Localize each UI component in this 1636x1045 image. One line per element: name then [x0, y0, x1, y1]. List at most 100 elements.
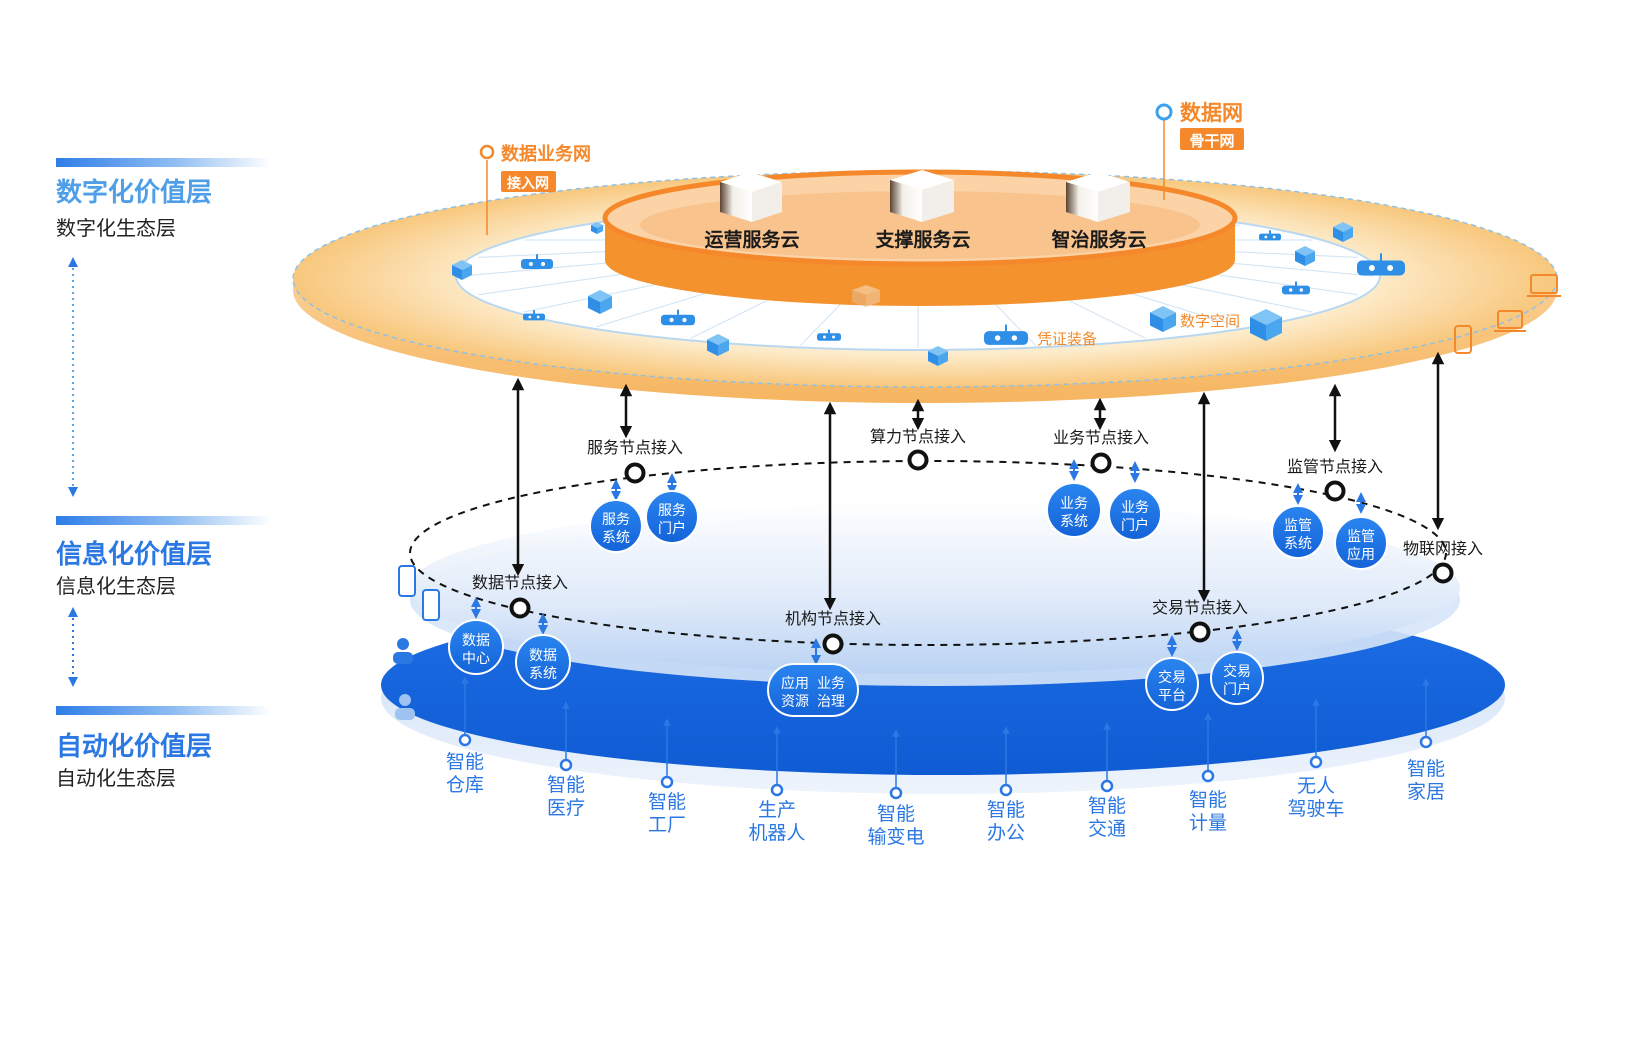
ring-spoke: [995, 304, 1037, 346]
ring-spoke: [478, 250, 629, 258]
access-node-marker: [624, 462, 646, 484]
endpoint-label-line: 智能: [648, 791, 686, 813]
bubble-label-line: 门户: [1121, 517, 1149, 534]
endpoint-label-line: 智能: [1407, 758, 1445, 780]
access-point-label: 交易节点接入: [1152, 598, 1248, 617]
phone-icon-left-2: [422, 589, 440, 621]
ring-spoke: [1177, 283, 1313, 313]
access-node-marker: [1090, 452, 1112, 474]
laptop-icon-2: [1494, 310, 1526, 332]
bubble-circle: [1271, 505, 1325, 559]
robot-icon: [1357, 253, 1405, 276]
user-icon-1: [393, 638, 413, 664]
cube-icon: [591, 222, 603, 234]
robot-icon: [984, 324, 1028, 345]
bubble-pill: [767, 663, 859, 717]
bubble-label-line: 平台: [1158, 688, 1186, 704]
bubble-label-line: 业务: [817, 676, 845, 692]
network-left-tag: 接入网: [507, 175, 549, 192]
endpoint-label-line: 机器人: [748, 822, 805, 844]
ring-spoke: [1067, 299, 1146, 339]
cube-icon: [1333, 222, 1353, 242]
endpoint-label-line: 智能: [1189, 789, 1227, 811]
cloud-label-3: 智治服务云: [1051, 228, 1146, 251]
cloud-cube-3: [1066, 172, 1130, 222]
middle-bubbles: 服务系统服务门户业务系统业务门户监管系统监管应用数据中心数据系统交易平台交易门户…: [448, 459, 1388, 717]
endpoint-label-line: 办公: [987, 822, 1025, 844]
bubble-circle: [1046, 482, 1102, 538]
network-left-tag-bg: [501, 171, 556, 192]
endpoint-marker: [559, 758, 573, 772]
ring-spoke: [596, 292, 707, 328]
layer-bar-digital: [56, 158, 271, 167]
robot-icon: [523, 310, 545, 321]
endpoint-label-line: 生产: [758, 799, 796, 821]
access-node-marker: [1432, 562, 1454, 584]
access-point-label: 算力节点接入: [870, 427, 966, 446]
bubble-label-line: 数据: [529, 648, 557, 664]
cube-icon: [707, 334, 729, 356]
layer-title-information: 信息化价值层: [56, 540, 213, 570]
access-node-marker: [822, 633, 844, 655]
access-point-label: 服务节点接入: [587, 438, 683, 457]
access-node-marker: [1324, 480, 1346, 502]
access-point-label: 数据节点接入: [472, 573, 568, 592]
access-node-marker: [907, 449, 929, 471]
bubble-label-line: 监管: [1347, 529, 1375, 545]
cube-icon: [1295, 246, 1315, 266]
bubble-label-line: 应用: [1347, 546, 1375, 563]
ring-spoke: [799, 304, 841, 346]
access-point-label: 监管节点接入: [1287, 457, 1383, 476]
endpoint-label-line: 智能: [1088, 795, 1126, 817]
bubble-label-line: 系统: [529, 666, 557, 682]
network-right-name: 数据网: [1180, 101, 1243, 125]
endpoint-label-line: 输变电: [867, 826, 924, 848]
bubble-label-line: 中心: [462, 651, 490, 667]
endpoint-marker: [1309, 755, 1323, 769]
access-node-marker: [1189, 621, 1211, 643]
cube-icon: [452, 260, 472, 280]
ring-spoke: [478, 272, 629, 296]
bubble-circle: [1334, 516, 1388, 570]
ring-spoke: [462, 261, 619, 277]
bubble-label-line: 交易: [1223, 663, 1251, 680]
endpoint-label-line: 智能: [877, 803, 915, 825]
bubble-circle: [515, 634, 571, 690]
layer-title-digital: 数字化价值层: [56, 178, 213, 208]
bubble-label-line: 业务: [1060, 496, 1088, 512]
access-point-label: 机构节点接入: [785, 609, 881, 628]
bubble-label-line: 系统: [602, 530, 630, 546]
robot-icon: [1282, 281, 1310, 295]
bubble-label-line: 系统: [1284, 536, 1312, 552]
cube-icon: [1250, 309, 1282, 341]
ring-label-credential-equipment: 凭证装备: [1037, 330, 1097, 348]
endpoint-marker: [1100, 779, 1114, 793]
bubble-circle: [1108, 487, 1162, 541]
endpoint-label-line: 交通: [1088, 818, 1126, 840]
cube-icon: [588, 290, 612, 314]
cloud-cube-under: [852, 285, 880, 307]
endpoint-label-line: 驾驶车: [1287, 798, 1344, 820]
network-left-name: 数据业务网: [501, 143, 591, 165]
endpoint-marker: [458, 733, 472, 747]
endpoint-label-line: 智能: [547, 774, 585, 796]
layer-subtitle-information: 信息化生态层: [56, 574, 176, 598]
access-point-label: 物联网接入: [1403, 539, 1483, 558]
endpoint-label-line: 工厂: [648, 814, 686, 836]
bubble-label-line: 业务: [1121, 500, 1149, 516]
endpoint-label-line: 家居: [1407, 781, 1445, 803]
endpoint-label-line: 仓库: [446, 774, 484, 796]
bubble-label-line: 系统: [1060, 514, 1088, 530]
bottom-endpoints: 智能仓库智能医疗智能工厂生产机器人智能输变电智能办公智能交通智能计量无人驾驶车智…: [446, 676, 1445, 848]
cloud-label-1: 运营服务云: [704, 228, 799, 251]
cloud-cube-1: [720, 172, 782, 222]
cube-icon: [928, 346, 948, 366]
bubble-label-line: 门户: [1223, 681, 1251, 698]
layer-subtitle-automation: 自动化生态层: [56, 766, 176, 790]
robot-icon: [521, 254, 553, 269]
user-icon-2: [395, 694, 415, 720]
location-pin-icon: [479, 144, 495, 160]
layer-bar-information: [56, 516, 271, 525]
robot-icon: [661, 309, 695, 326]
endpoint-label-line: 医疗: [547, 797, 585, 819]
